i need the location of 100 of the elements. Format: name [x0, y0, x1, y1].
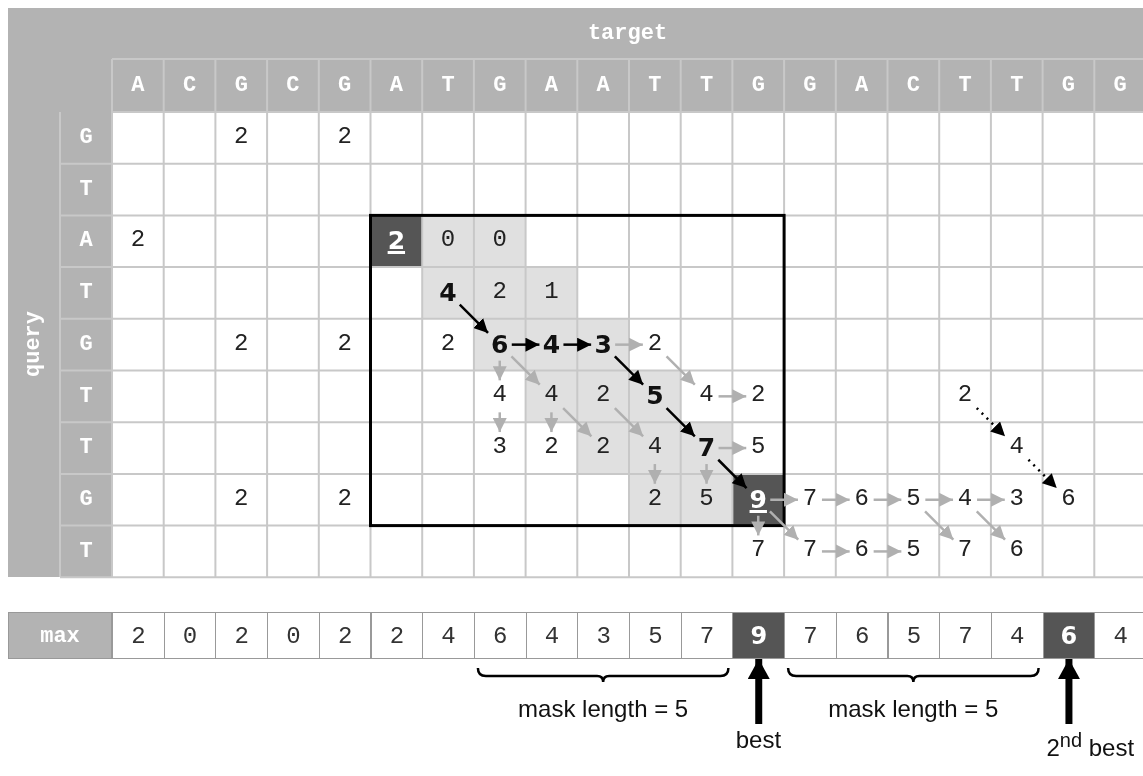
arrow — [873, 544, 902, 559]
cell-value: 1 — [540, 277, 563, 308]
arrow — [924, 510, 955, 541]
cell-value: 6 — [488, 329, 511, 360]
cell-value: 2 — [230, 122, 253, 153]
max-value: 2 — [318, 612, 372, 659]
base-letter: T — [78, 434, 94, 463]
arrow — [873, 492, 902, 507]
arrow — [925, 492, 954, 507]
max-value: 4 — [422, 612, 475, 659]
cell-value: 3 — [592, 329, 615, 360]
cell-value: 2 — [643, 484, 666, 515]
max-value: 5 — [629, 612, 682, 659]
base-letter: A — [130, 72, 146, 100]
row-header: max — [8, 612, 112, 659]
arrow — [615, 337, 643, 352]
max-value: 4 — [990, 612, 1044, 659]
cell-value: 4 — [540, 381, 563, 412]
base-letter: C — [905, 72, 921, 100]
cell-value: 7 — [695, 433, 718, 464]
arrow — [718, 389, 747, 404]
cell-value: 3 — [488, 433, 511, 464]
base-letter: G — [750, 72, 766, 100]
arrow — [562, 407, 593, 438]
cell-value: 4 — [643, 433, 666, 464]
cell-value: 5 — [695, 484, 718, 515]
cell-value: 4 — [437, 277, 460, 308]
arrow — [975, 407, 1006, 438]
base-letter: A — [595, 72, 611, 100]
cell-value: 6 — [1005, 536, 1028, 567]
base-letter: T — [957, 72, 973, 100]
cell-value: 6 — [1057, 484, 1080, 515]
cell-value: 2 — [126, 226, 149, 257]
base-letter: G — [233, 72, 249, 100]
cell-value: 2 — [488, 277, 511, 308]
base-letter: A — [854, 72, 870, 100]
base-letter: A — [388, 72, 404, 100]
cell-value: 0 — [488, 226, 511, 257]
max-value: 7 — [939, 612, 992, 659]
arrow — [821, 492, 850, 507]
arrow — [769, 510, 800, 541]
base-letter: T — [78, 537, 94, 566]
cell-value: 2 — [954, 381, 977, 412]
max-value: 6 — [1042, 612, 1096, 659]
max-value: 6 — [835, 612, 889, 659]
base-letter: T — [78, 175, 94, 204]
arrow — [563, 337, 592, 352]
cell-value: 5 — [747, 433, 770, 464]
arrow — [1027, 458, 1058, 489]
arrow — [647, 464, 662, 484]
base-letter: G — [1112, 72, 1128, 100]
base-letter: C — [285, 72, 301, 100]
arrow — [665, 355, 696, 386]
max-value: 6 — [473, 612, 527, 659]
arrow — [458, 303, 489, 334]
arrow — [544, 412, 559, 433]
cell-value: 3 — [1005, 484, 1028, 515]
cell-value: 6 — [850, 484, 873, 515]
cell-value: 2 — [230, 329, 253, 360]
arrow — [613, 355, 645, 386]
cell-value: 4 — [1005, 433, 1028, 464]
base-letter: T — [78, 279, 94, 308]
base-letter: G — [802, 72, 818, 100]
mask-label: mask length = 5 — [517, 694, 690, 724]
cell-value: 7 — [798, 484, 821, 515]
cell-value: 2 — [592, 433, 615, 464]
base-letter: G — [78, 485, 94, 514]
cell-value: 7 — [747, 536, 770, 567]
arrow — [613, 407, 645, 438]
arrow — [510, 355, 541, 386]
max-value: 2 — [215, 612, 269, 659]
cell-value: 5 — [902, 536, 925, 567]
cell-value: 2 — [385, 226, 408, 257]
mask-label: mask length = 5 — [827, 694, 1000, 724]
base-letter: G — [492, 72, 508, 100]
max-value: 7 — [680, 612, 734, 659]
arrow — [718, 441, 747, 456]
base-letter: T — [698, 72, 715, 100]
max-value: 9 — [732, 612, 786, 659]
max-value: 3 — [577, 612, 630, 659]
arrow — [977, 492, 1005, 507]
cell-value: 2 — [747, 381, 770, 412]
cell-value: 0 — [437, 226, 460, 257]
arrow — [975, 510, 1006, 541]
base-letter: G — [78, 124, 94, 152]
base-letter: T — [647, 72, 663, 100]
cell-value: 5 — [643, 381, 666, 412]
cell-value: 5 — [902, 484, 925, 515]
cell-value: 2 — [333, 122, 356, 153]
base-letter: G — [337, 72, 353, 100]
base-letter: T — [78, 382, 94, 411]
arrow — [511, 337, 540, 352]
max-value: 5 — [887, 612, 941, 659]
cell-value: 2 — [540, 433, 563, 464]
cell-value: 2 — [592, 381, 615, 412]
base-letter: C — [181, 72, 198, 100]
arrow — [717, 458, 748, 489]
cell-value: 4 — [695, 381, 718, 412]
base-letter: G — [1060, 72, 1077, 100]
max-value: 7 — [784, 612, 837, 659]
